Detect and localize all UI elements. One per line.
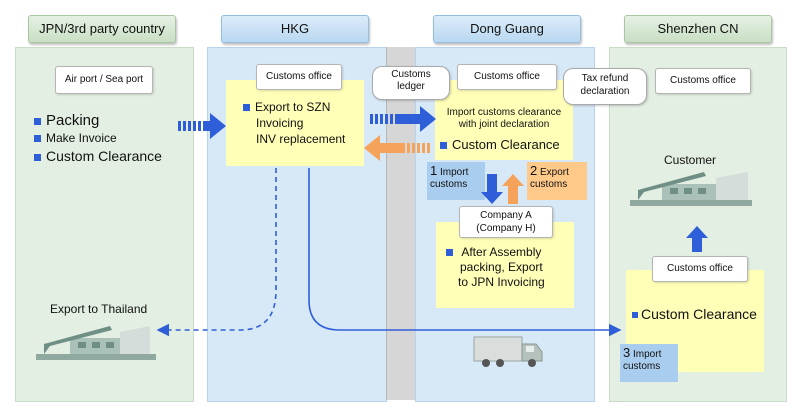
dg-company-box: Company A (Company H) bbox=[459, 206, 553, 238]
jpn-item-label: Make Invoice bbox=[46, 131, 117, 145]
szn-customs-office-top: Customs office bbox=[655, 68, 751, 94]
dg-custom-clearance-label: Custom Clearance bbox=[452, 137, 560, 152]
step-3-number: 3 bbox=[623, 345, 631, 360]
hkg-line-label: Export to SZN bbox=[255, 100, 331, 114]
bullet-icon bbox=[34, 117, 41, 125]
arrow-dg-to-hkg bbox=[364, 135, 430, 161]
header-dongguang: Dong Guang bbox=[433, 15, 581, 43]
step-1-text: Import customs bbox=[430, 167, 469, 190]
szn-custom-clearance: Custom Clearance bbox=[632, 306, 757, 322]
step-2-export-box: 2 Export customs bbox=[527, 162, 587, 200]
customer-factory-icon bbox=[630, 172, 752, 206]
border-divider bbox=[386, 47, 416, 400]
step-1-import-box: 1 Import customs bbox=[427, 162, 485, 200]
dg-after-assembly-label: After Assembly packing, Export to JPN In… bbox=[458, 245, 545, 289]
bullet-icon bbox=[34, 135, 41, 143]
hkg-line-export: Export to SZN bbox=[243, 99, 345, 115]
step-2-number: 2 bbox=[530, 163, 538, 178]
jpn-item-label: Packing bbox=[46, 112, 100, 129]
connector-hkg-to-thailand bbox=[156, 168, 277, 337]
factory-icon bbox=[36, 326, 156, 360]
szn-custom-clearance-label: Custom Clearance bbox=[641, 306, 757, 322]
arrow-hkg-to-dg bbox=[370, 106, 436, 132]
dg-customs-ledger-callout: Customs ledger bbox=[372, 66, 450, 100]
bullet-icon bbox=[243, 104, 250, 112]
export-thailand-label: Export to Thailand bbox=[50, 302, 148, 316]
dg-customs-office: Customs office bbox=[457, 64, 557, 90]
truck-icon bbox=[473, 336, 543, 367]
jpn-item-label: Custom Clearance bbox=[46, 148, 162, 164]
arrow-jpn-to-hkg bbox=[178, 113, 226, 139]
arrow-to-customer bbox=[686, 226, 708, 252]
dg-import-joint: Import customs clearance with joint decl… bbox=[446, 107, 562, 130]
step-3-import-box: 3 Import customs bbox=[620, 344, 678, 382]
arrow-step2-up bbox=[502, 174, 524, 204]
bullet-icon bbox=[446, 249, 453, 256]
dg-yellow-panel-top bbox=[435, 80, 573, 160]
hkg-lines: Export to SZN Invoicing INV replacement bbox=[243, 99, 345, 147]
connector-hkg-to-shenzhen bbox=[308, 168, 622, 337]
hkg-line-invoicing: Invoicing bbox=[256, 116, 304, 130]
dg-after-assembly: After Assembly packing, Export to JPN In… bbox=[446, 245, 545, 290]
szn-customer-label: Customer bbox=[664, 153, 717, 167]
jpn-item-invoice: Make Invoice bbox=[34, 131, 117, 145]
header-jpn: JPN/3rd party country bbox=[28, 15, 176, 43]
dg-custom-clearance: Custom Clearance bbox=[440, 137, 560, 152]
bullet-icon bbox=[34, 153, 41, 161]
jpn-item-clearance: Custom Clearance bbox=[34, 148, 162, 164]
port-label: Air port / Sea port bbox=[55, 66, 153, 94]
hkg-customs-office: Customs office bbox=[256, 64, 342, 90]
bullet-icon bbox=[632, 312, 638, 319]
header-hkg: HKG bbox=[221, 15, 369, 43]
hkg-line-replacement: INV replacement bbox=[256, 132, 346, 146]
szn-customs-office: Customs office bbox=[652, 256, 748, 282]
step-3-text: Import customs bbox=[623, 349, 662, 372]
jpn-item-packing: Packing bbox=[34, 112, 99, 129]
dg-tax-refund-callout: Tax refund declaration bbox=[563, 68, 647, 105]
step-2-text: Export customs bbox=[530, 167, 569, 190]
hkg-yellow-panel bbox=[226, 80, 364, 166]
bullet-icon bbox=[440, 142, 447, 150]
header-shenzhen: Shenzhen CN bbox=[624, 15, 772, 43]
arrow-step1-down bbox=[481, 174, 503, 204]
step-1-number: 1 bbox=[430, 163, 438, 178]
